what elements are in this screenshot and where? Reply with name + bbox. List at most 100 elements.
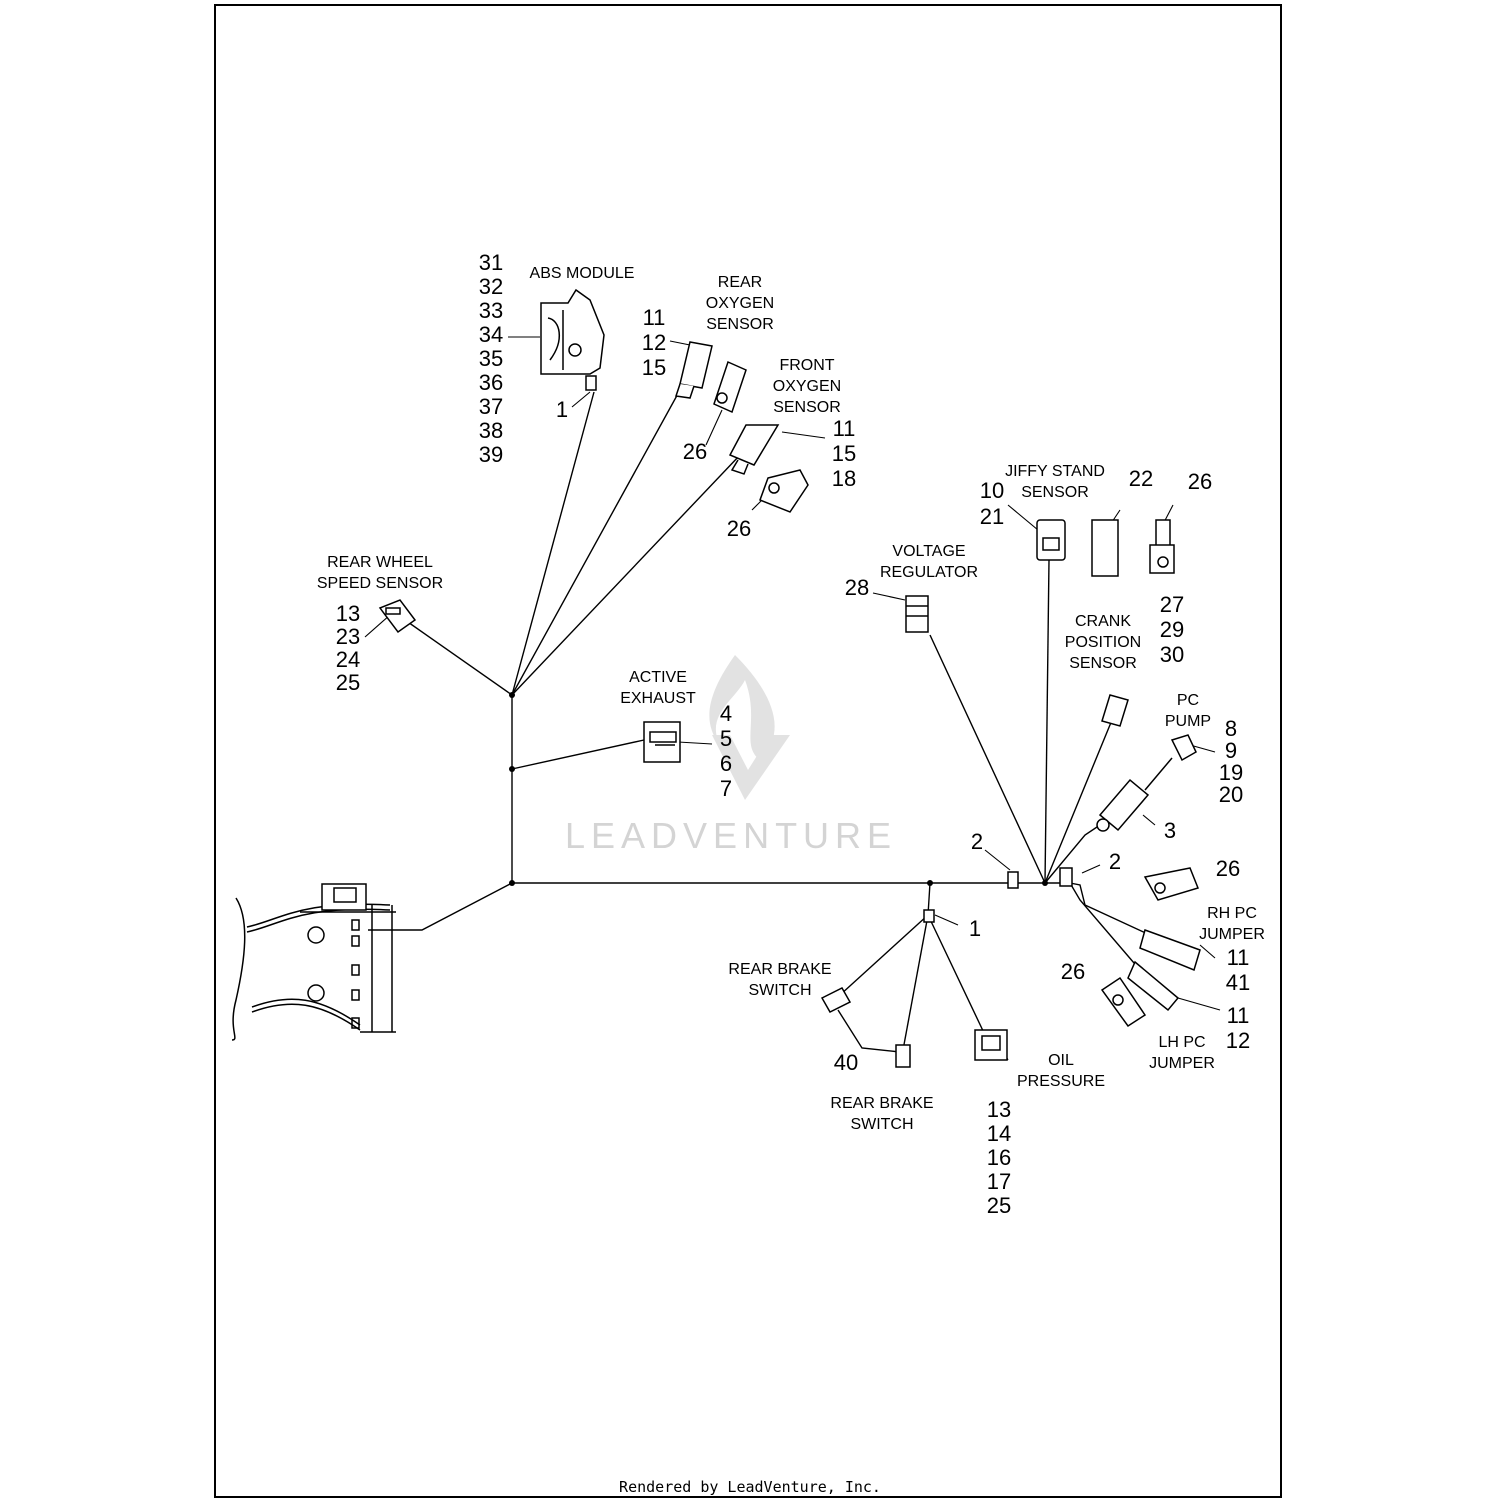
callout-voltage-regulator: 28 [845, 575, 869, 600]
callout-jiffy-stand: 21 [980, 504, 1004, 529]
callout-abs-module: 32 [479, 274, 503, 299]
active-exhaust-label: EXHAUST [620, 690, 696, 707]
voltage-regulator-part [905, 595, 929, 633]
active-exhaust-label: ACTIVE [629, 669, 687, 686]
callout-active-exhaust: 5 [720, 726, 732, 751]
callout-pc-pump: 20 [1219, 782, 1243, 807]
rear-brake-switch-part [820, 987, 911, 1068]
abs-module-label: ABS MODULE [530, 265, 635, 282]
callout-numbers: 3132333435363738391111215261115182613232… [336, 250, 1250, 1218]
rear-brake-switch-label: REAR BRAKE [728, 961, 831, 978]
rear-wheel-speed-sensor-label: REAR WHEEL [327, 554, 433, 571]
rear-brake-switch-label: SWITCH [850, 1116, 913, 1133]
callout-oil-pressure: 16 [987, 1145, 1011, 1170]
callout-active-exhaust: 6 [720, 751, 732, 776]
callout-pc-pump: 19 [1219, 760, 1243, 785]
jiffy-stand-sensor-label: SENSOR [1021, 484, 1089, 501]
crank-position-sensor-label: SENSOR [1069, 655, 1137, 672]
callout-abs-module: 31 [479, 250, 503, 275]
drawing-frame [214, 4, 1282, 1498]
abs-module-part [540, 288, 605, 391]
callout-active-exhaust: 7 [720, 776, 732, 801]
callout-rh-pc-jumper: 11 [1227, 945, 1250, 970]
callout-brake-40: 40 [834, 1050, 858, 1075]
callout-wheel-speed: 25 [336, 670, 360, 695]
callout-clip-2: 2 [1109, 849, 1121, 874]
wheel-speed-sensor-part [378, 599, 417, 634]
front-oxygen-sensor-label: SENSOR [773, 399, 841, 416]
lh-pc-jumper-part [1100, 960, 1180, 1028]
crank-position-sensor-label: POSITION [1065, 634, 1141, 651]
callout-crank-position: 27 [1160, 592, 1184, 617]
callout-jiffy-stand: 10 [980, 478, 1004, 503]
rh-pc-jumper-label: JUMPER [1199, 926, 1265, 943]
callout-abs-module: 33 [479, 298, 503, 323]
callout-lh-pc-jumper: 11 [1227, 1003, 1250, 1028]
callout-clip-2: 2 [971, 829, 983, 854]
callout-front-oxygen-26: 26 [727, 516, 751, 541]
callout-pc-pump: 9 [1225, 738, 1237, 763]
callout-crank-position: 30 [1160, 642, 1184, 667]
callout-rh-26: 26 [1216, 856, 1240, 881]
rear-oxygen-sensor-label: OXYGEN [706, 295, 774, 312]
callout-abs-module: 39 [479, 442, 503, 467]
rh-pc-jumper-part [1139, 867, 1201, 972]
callout-pc-pump-3: 3 [1164, 818, 1176, 843]
watermark-text: LEADVENTURE [565, 815, 897, 856]
callout-abs-module: 37 [479, 394, 503, 419]
rear-oxygen-sensor-label: REAR [718, 274, 762, 291]
callout-front-oxygen: 18 [832, 466, 856, 491]
callout-jiffy-22: 22 [1129, 466, 1153, 491]
junction-dots [509, 692, 1048, 886]
callout-brake-1: 1 [969, 916, 981, 941]
callout-active-exhaust: 4 [720, 701, 732, 726]
rh-pc-jumper-label: RH PC [1207, 905, 1257, 922]
callout-rear-oxygen: 11 [643, 305, 666, 330]
callout-abs-module: 34 [479, 322, 503, 347]
callout-front-oxygen: 11 [833, 416, 856, 441]
callout-oil-pressure: 14 [987, 1121, 1011, 1146]
harness-wires [368, 389, 1151, 1053]
front-oxygen-sensor-part [728, 424, 809, 513]
pc-pump-label: PC [1177, 692, 1199, 709]
clip-parts [923, 867, 1073, 923]
crank-position-sensor-label: CRANK [1075, 613, 1131, 630]
crank-position-sensor-part [1101, 694, 1129, 727]
oil-pressure-label: PRESSURE [1017, 1073, 1105, 1090]
callout-abs-1: 1 [556, 397, 568, 422]
rear-wheel-speed-sensor-label: SPEED SENSOR [317, 575, 443, 592]
callout-pc-pump: 8 [1225, 716, 1237, 741]
front-oxygen-sensor-label: OXYGEN [773, 378, 841, 395]
callout-rh-pc-jumper: 41 [1226, 970, 1250, 995]
pc-pump-part [1096, 734, 1197, 832]
callout-wheel-speed: 24 [336, 647, 360, 672]
active-exhaust-part [643, 721, 681, 763]
callout-oil-pressure: 25 [987, 1193, 1011, 1218]
callout-crank-position: 29 [1160, 617, 1184, 642]
callout-rear-oxygen: 12 [642, 330, 666, 355]
callout-abs-module: 36 [479, 370, 503, 395]
front-oxygen-sensor-label: FRONT [779, 357, 834, 374]
callout-wheel-speed: 13 [336, 601, 360, 626]
jiffy-stand-sensor-part [1036, 519, 1175, 577]
watermark: LEADVENTURE [565, 655, 897, 856]
callout-front-oxygen: 15 [832, 441, 856, 466]
lh-pc-jumper-label: LH PC [1158, 1034, 1205, 1051]
callout-oil-pressure: 13 [987, 1097, 1011, 1122]
footer-credit: Rendered by LeadVenture, Inc. [619, 1478, 881, 1496]
oil-pressure-part [974, 1029, 1008, 1061]
callout-wheel-speed: 23 [336, 624, 360, 649]
jiffy-stand-sensor-label: JIFFY STAND [1005, 463, 1105, 480]
rear-oxygen-sensor-label: SENSOR [706, 316, 774, 333]
callout-abs-module: 38 [479, 418, 503, 443]
lh-pc-jumper-label: JUMPER [1149, 1055, 1215, 1072]
pc-pump-label: PUMP [1165, 713, 1211, 730]
callout-lh-26: 26 [1061, 959, 1085, 984]
component-labels: ABS MODULE REAR OXYGEN SENSOR FRONT OXYGEN SEN… [317, 265, 1265, 1133]
voltage-regulator-label: REGULATOR [880, 564, 978, 581]
callout-rear-oxygen: 15 [642, 355, 666, 380]
oil-pressure-label: OIL [1048, 1052, 1074, 1069]
rear-oxygen-sensor-part [675, 341, 747, 414]
rear-brake-switch-label: SWITCH [748, 982, 811, 999]
callout-rear-oxygen-26: 26 [683, 439, 707, 464]
